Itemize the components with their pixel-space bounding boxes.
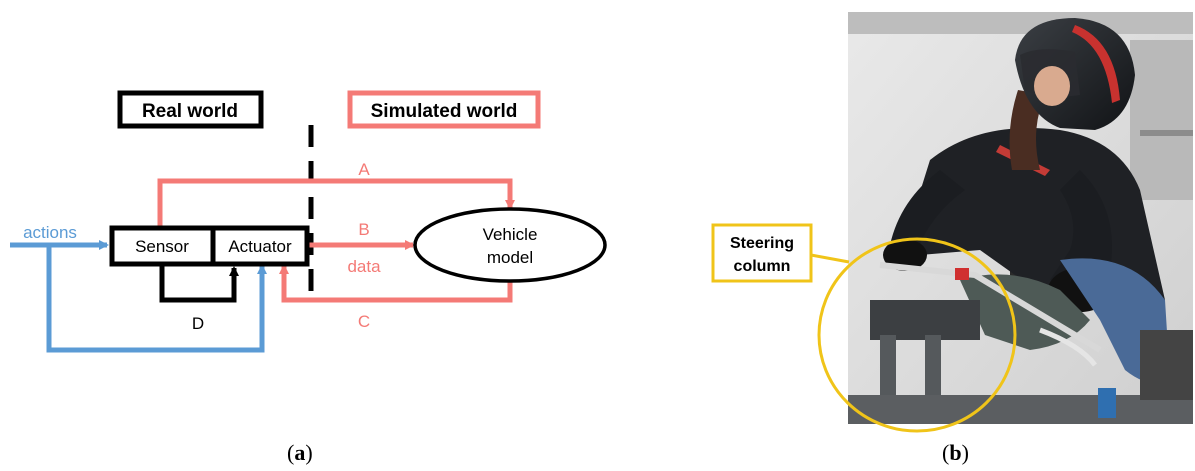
callout-leader-line xyxy=(810,253,850,264)
arrow-a xyxy=(157,178,515,228)
simulated-world-box xyxy=(347,90,541,129)
wall-panel xyxy=(1130,40,1193,200)
vehicle-model-label-line1: Vehicle xyxy=(483,225,538,244)
arrow-d-label: D xyxy=(192,314,204,333)
callout-label-line2: column xyxy=(734,258,791,275)
rig-base xyxy=(848,395,1193,424)
panel-b-photo xyxy=(848,12,1193,424)
caption-b: (b) xyxy=(942,440,969,465)
rig-wheel xyxy=(1140,330,1193,400)
actions-loop-arrow xyxy=(46,245,267,353)
vehicle-model-node xyxy=(413,207,607,283)
arrow-c xyxy=(279,264,513,303)
arrow-c-label: C xyxy=(358,312,370,331)
rider-right-arm xyxy=(1050,170,1112,285)
rider-left-glove xyxy=(883,239,927,271)
caption-a-letter: a xyxy=(294,440,306,465)
arrow-d xyxy=(159,264,239,303)
sensor-actuator-block xyxy=(109,225,310,267)
steering-column-hardware xyxy=(870,300,980,340)
motorcycle-handlebar xyxy=(879,262,1102,353)
panel-a-diagram: Real world Simulated world A B data C Ve… xyxy=(10,90,607,353)
shelf xyxy=(1140,130,1193,136)
motorcycle-tank xyxy=(960,274,1090,350)
data-label: data xyxy=(347,257,381,276)
actuator-label: Actuator xyxy=(228,237,292,256)
ceiling-beam xyxy=(848,12,1193,34)
red-button xyxy=(955,268,969,280)
rider-left-arm xyxy=(890,170,965,255)
rider-face xyxy=(1034,66,1070,106)
arrow-a-label: A xyxy=(358,160,370,179)
steering-column-callout: Steering column xyxy=(711,223,1017,433)
arrow-b-label: B xyxy=(358,220,369,239)
callout-label-line1: Steering xyxy=(730,235,794,252)
real-world-label: Real world xyxy=(142,101,238,122)
brake-lever xyxy=(1039,327,1097,367)
actions-label: actions xyxy=(23,223,77,242)
callout-box xyxy=(711,223,813,283)
rig-blue-part xyxy=(1098,388,1116,418)
steering-column-circle xyxy=(817,237,1017,433)
real-world-box xyxy=(117,90,264,129)
vehicle-model-label-line2: model xyxy=(487,248,533,267)
caption-b-letter: b xyxy=(949,440,962,465)
simulated-world-label: Simulated world xyxy=(371,101,518,122)
sensor-label: Sensor xyxy=(135,237,189,256)
caption-a: (a) xyxy=(287,440,313,465)
helmet-red-stripe xyxy=(1072,25,1120,103)
